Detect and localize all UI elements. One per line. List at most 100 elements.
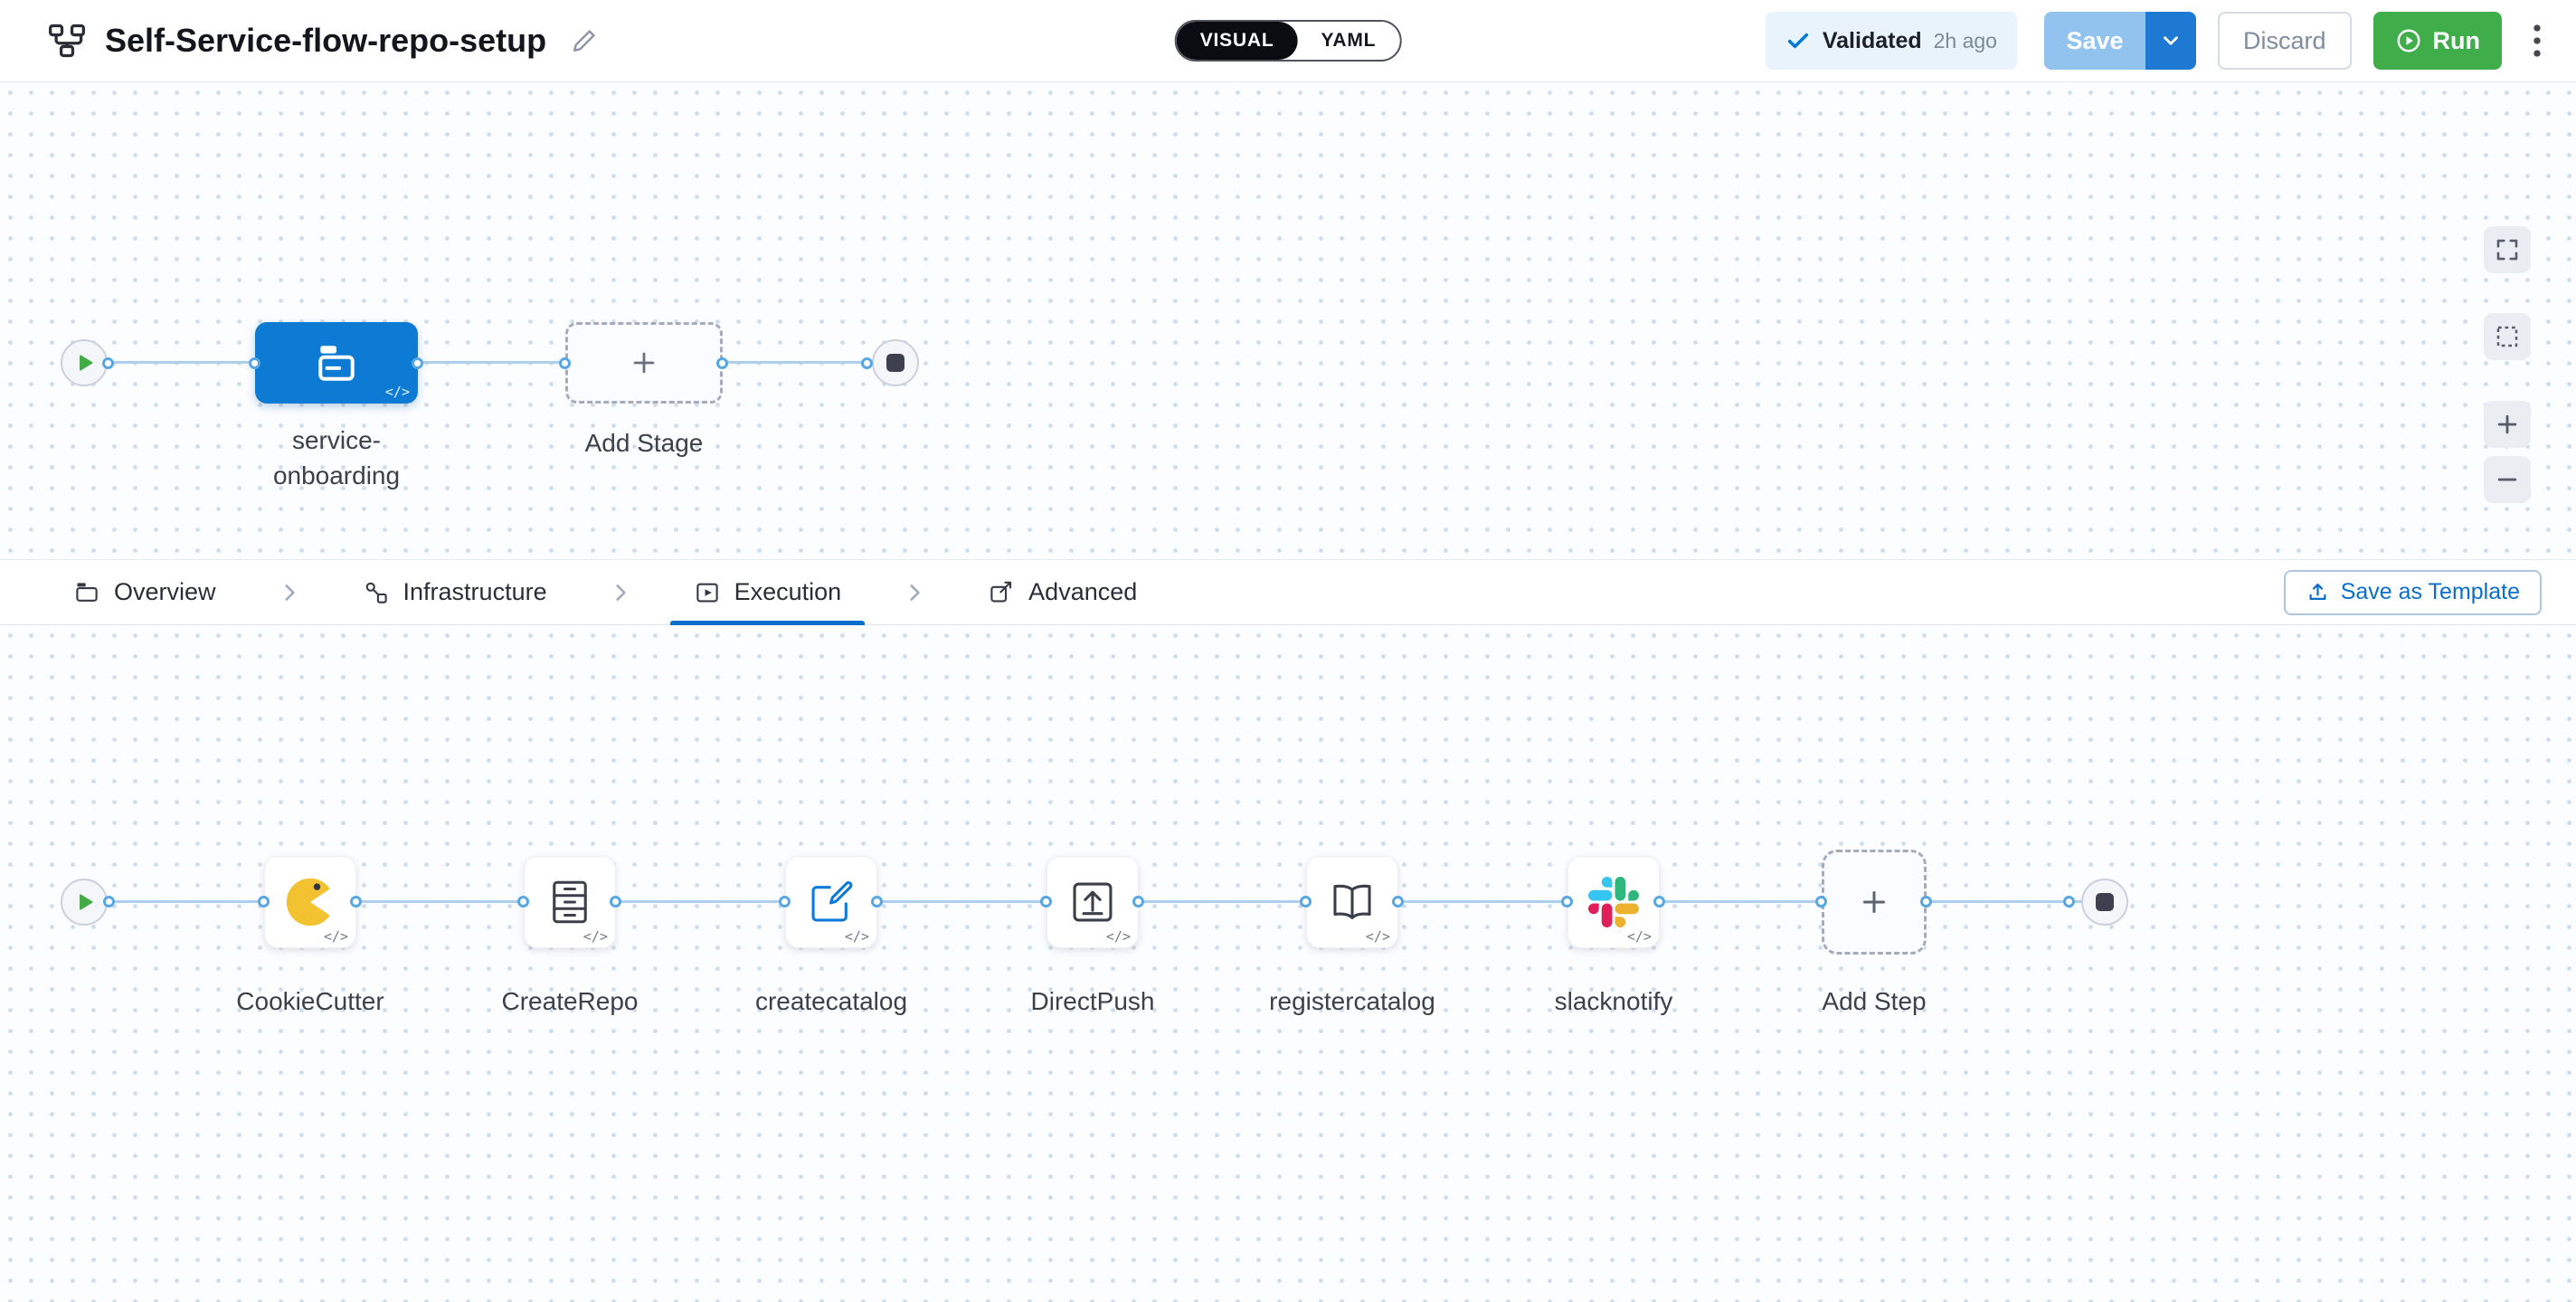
flow-end-node (872, 339, 919, 386)
connector-dot (103, 896, 115, 908)
step-node-cookiecutter[interactable]: </> (264, 856, 356, 948)
stage-code-badge: </> (384, 384, 410, 400)
run-label: Run (2432, 26, 2480, 54)
step-code-badge: </> (1105, 928, 1131, 945)
step-code-badge: </> (323, 928, 348, 945)
overview-icon (73, 579, 100, 606)
add-stage-button[interactable] (565, 322, 723, 404)
slack-icon (1588, 877, 1639, 927)
step-name-label: slacknotify (1554, 987, 1673, 1015)
chevron-down-icon (2159, 29, 2183, 52)
run-play-icon (2395, 27, 2422, 54)
directpush-icon (1066, 876, 1119, 928)
connector-dot (1132, 896, 1144, 908)
page-title: Self-Service-flow-repo-setup (105, 22, 547, 59)
toggle-visual-button[interactable]: VISUAL (1176, 22, 1298, 60)
connector-dot (559, 357, 571, 369)
step-node-registercatalog[interactable]: </> (1306, 856, 1398, 948)
flow-end-node (2081, 879, 2128, 926)
connector-dot (1300, 896, 1312, 908)
stop-icon (886, 354, 904, 372)
connector-dot (861, 357, 873, 369)
header-actions: Validated 2h ago Save Discard (1765, 12, 2551, 70)
connector-dot (1920, 896, 1932, 908)
connector-dot (517, 896, 529, 908)
validated-status-button[interactable]: Validated 2h ago (1765, 12, 2017, 70)
save-as-template-button[interactable]: Save as Template (2283, 569, 2542, 615)
add-step-label: Add Step (1822, 987, 1927, 1015)
step-code-badge: </> (844, 928, 869, 945)
upload-icon (2306, 580, 2330, 604)
tab-overview[interactable]: Overview (50, 560, 240, 624)
pencil-icon (570, 26, 599, 55)
execution-icon (694, 579, 721, 606)
connector-dot (610, 896, 621, 908)
zoom-in-button[interactable] (2484, 401, 2531, 448)
connector-dot (871, 896, 883, 908)
connector-dot (1392, 896, 1404, 908)
marquee-select-button[interactable] (2484, 313, 2531, 360)
stage-tabs-bar: Overview Infrastructure (0, 559, 2576, 625)
discard-button[interactable]: Discard (2217, 12, 2352, 70)
step-name-label: createcatalog (754, 987, 908, 1015)
more-options-button[interactable] (2524, 18, 2551, 63)
step-node-createcatalog[interactable]: </> (785, 856, 877, 948)
connector-dot (1815, 896, 1827, 908)
tab-advanced[interactable]: Advanced (964, 560, 1160, 624)
save-options-button[interactable] (2145, 12, 2196, 70)
connector-dot (258, 896, 270, 908)
step-name-label: DirectPush (1030, 987, 1155, 1015)
step-code-badge: </> (582, 928, 608, 945)
selection-box-icon (2494, 323, 2521, 350)
connector-dot (1653, 896, 1665, 908)
flow-start-node (61, 339, 108, 386)
createrepo-icon (544, 876, 596, 928)
toggle-yaml-button[interactable]: YAML (1297, 22, 1400, 60)
validated-label: Validated (1822, 27, 1922, 53)
fullscreen-button[interactable] (2484, 226, 2531, 273)
validated-time: 2h ago (1933, 28, 1997, 52)
run-button[interactable]: Run (2372, 12, 2502, 70)
tab-infrastructure[interactable]: Infrastructure (339, 560, 571, 624)
stage-name-label: service-onboarding (272, 426, 401, 489)
step-node-directpush[interactable]: </> (1046, 856, 1139, 948)
registercatalog-icon (1326, 876, 1378, 928)
connector-dot (779, 896, 791, 908)
save-split-button: Save (2043, 12, 2196, 70)
edge-line (84, 361, 895, 364)
check-icon (1785, 28, 1811, 53)
header-bar: Self-Service-flow-repo-setup VISUAL YAML… (0, 0, 2576, 82)
save-button[interactable]: Save (2043, 12, 2145, 70)
step-code-badge: </> (1626, 928, 1652, 945)
step-node-slacknotify[interactable]: </> (1567, 856, 1660, 948)
step-code-badge: </> (1365, 928, 1390, 945)
tab-execution[interactable]: Execution (669, 560, 866, 625)
minus-icon (2494, 466, 2521, 493)
connector-dot (412, 357, 423, 369)
connector-dot (2063, 896, 2075, 908)
add-step-button[interactable] (1822, 850, 1927, 955)
stage-canvas[interactable]: </> service-onboarding Add Stage (0, 82, 2576, 559)
chevron-right-icon (278, 581, 301, 604)
stage-node-service-onboarding[interactable]: </> (255, 322, 418, 404)
plus-icon (629, 347, 659, 378)
zoom-out-button[interactable] (2484, 456, 2531, 503)
createcatalog-icon (805, 876, 857, 928)
visual-yaml-toggle: VISUAL YAML (1174, 20, 1402, 62)
cookiecutter-icon (283, 875, 337, 929)
flow-start-node (61, 879, 108, 926)
execution-canvas[interactable]: </> CookieCutter </> CreateRepo (0, 625, 2576, 1302)
advanced-icon (988, 579, 1015, 606)
connector-dot (1040, 896, 1052, 908)
connector-dot (350, 896, 362, 908)
infrastructure-icon (363, 579, 390, 606)
stage-icon (314, 340, 359, 385)
edit-title-button[interactable] (570, 26, 599, 55)
connector-dot (716, 357, 728, 369)
plus-icon (1858, 886, 1890, 918)
step-node-createrepo[interactable]: </> (524, 856, 616, 948)
play-icon (78, 354, 94, 372)
connector-dot (249, 357, 260, 369)
pipeline-icon (47, 21, 87, 61)
